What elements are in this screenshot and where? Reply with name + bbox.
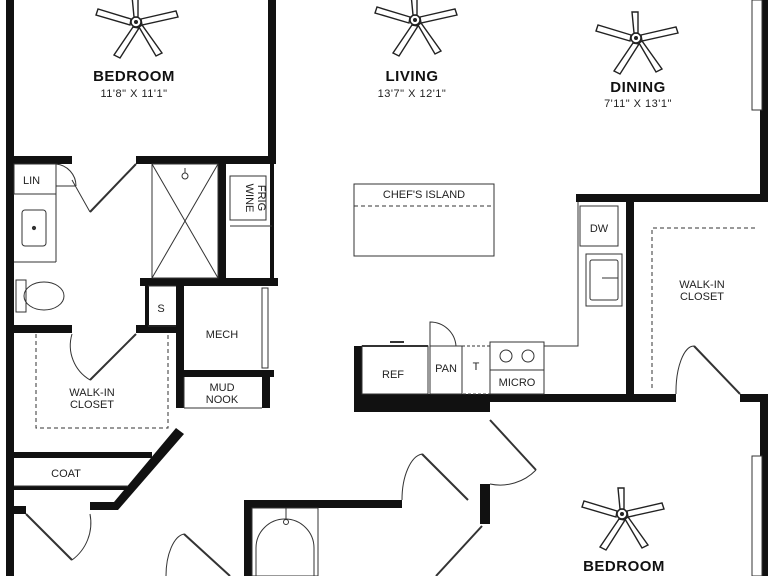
kitchen — [353, 183, 623, 395]
room-title-bedroom-bottom: BEDROOM — [583, 558, 665, 575]
window-closet-side — [261, 287, 269, 369]
windows — [261, 0, 763, 576]
door-leaf — [25, 513, 73, 561]
wall-mud-right — [262, 370, 270, 408]
toilet-bowl — [23, 281, 65, 311]
label-walkin-left: WALK-IN — [69, 387, 114, 399]
door-leaf — [693, 345, 741, 395]
label-mud-2: NOOK — [206, 394, 239, 406]
wall-bedroom-bottom-right — [136, 156, 276, 164]
label-walkin-left-2: CLOSET — [70, 399, 114, 411]
sink-basin — [21, 209, 47, 247]
label-t: T — [473, 361, 480, 373]
label-wine-frig-2: FRIG — [255, 185, 267, 211]
room-title-bedroom-top: BEDROOM — [93, 68, 175, 85]
door-leaf — [435, 525, 483, 576]
label-ref: REF — [382, 369, 404, 381]
shower — [151, 163, 219, 279]
wall-kitchen-bottom — [480, 394, 628, 402]
wine-fridge — [229, 175, 267, 221]
label-chefs-island: CHEF'S ISLAND — [383, 189, 465, 201]
room-title-dining: DINING — [610, 79, 666, 96]
room-dims-bedroom-top: 11'8" X 11'1" — [100, 88, 167, 100]
label-walkin-right: WALK-IN — [679, 279, 724, 291]
wall-s-right — [176, 286, 184, 408]
ceiling-fan-icon — [595, 11, 679, 75]
wall-left-exterior — [6, 0, 14, 576]
door-leaf — [183, 533, 231, 576]
walls — [6, 0, 768, 576]
wall-kitchen-counter-left — [354, 346, 362, 410]
window-bedroom-bottom — [751, 455, 763, 576]
toilet-tank — [15, 279, 27, 313]
wall-hall-stub — [6, 506, 26, 514]
kitchen-sink — [585, 253, 623, 307]
label-wine-frig: WINE — [243, 184, 255, 213]
room-title-living: LIVING — [385, 68, 438, 85]
wall-closet-left — [626, 194, 634, 402]
bathroom-top — [13, 163, 272, 313]
wall-kitchen-base — [354, 394, 490, 412]
label-micro: MICRO — [499, 377, 536, 389]
lower-hall — [165, 419, 537, 576]
label-pan: PAN — [435, 363, 457, 375]
ceiling-fan-icon — [95, 0, 179, 59]
walkin-closet-shelf — [35, 334, 169, 429]
room-dims-living: 13'7" X 12'1" — [378, 88, 447, 100]
label-mud: MUD — [209, 382, 234, 394]
wall-bath2-left — [244, 500, 252, 576]
closet-right — [651, 227, 756, 395]
wall-mech-top — [140, 278, 278, 286]
wall-right-exterior-lower — [760, 394, 768, 576]
label-dw: DW — [590, 223, 609, 235]
label-mech: MECH — [206, 329, 238, 341]
label-walkin-right-2: CLOSET — [680, 291, 724, 303]
wall-bath-divider — [218, 164, 226, 280]
bathtub — [251, 507, 319, 576]
wall-s-left — [145, 286, 149, 328]
wall-walkin-top-right — [136, 325, 182, 333]
microwave — [489, 369, 545, 395]
wall-mech-bottom — [180, 370, 274, 377]
wall-coat-top — [6, 452, 152, 458]
wall-bedroom-bottom-left — [6, 156, 72, 164]
door-leaf — [489, 419, 537, 471]
room-dims-dining: 7'11" X 13'1" — [604, 98, 672, 110]
closets-left — [14, 285, 262, 561]
chefs-island — [353, 183, 495, 257]
label-lin: LIN — [23, 175, 40, 187]
ceiling-fan-icon — [374, 0, 458, 57]
wall-bedroom-right — [268, 0, 276, 162]
ceiling-fan-icon — [581, 487, 665, 551]
dishwasher — [579, 205, 619, 247]
door-leaf — [89, 163, 137, 213]
wall-right-exterior-upper — [760, 0, 768, 202]
label-s: S — [157, 303, 164, 315]
wall-walkin-diagonal — [90, 428, 184, 510]
wall-closet-bottom-left — [626, 394, 676, 402]
label-coat: COAT — [51, 468, 81, 480]
wall-bath2-top — [246, 500, 402, 508]
wall-closet-top — [576, 194, 760, 202]
wall-walkin-top-left — [6, 325, 72, 333]
door-leaf — [89, 333, 137, 381]
wall-hall-right-stub — [480, 484, 490, 524]
range — [489, 341, 545, 371]
wall-coat-bottom — [6, 486, 130, 490]
wall-closet-bottom-right — [740, 394, 764, 402]
window-dining — [751, 0, 763, 111]
wall-wine-right — [270, 164, 274, 280]
door-leaf — [421, 453, 469, 501]
